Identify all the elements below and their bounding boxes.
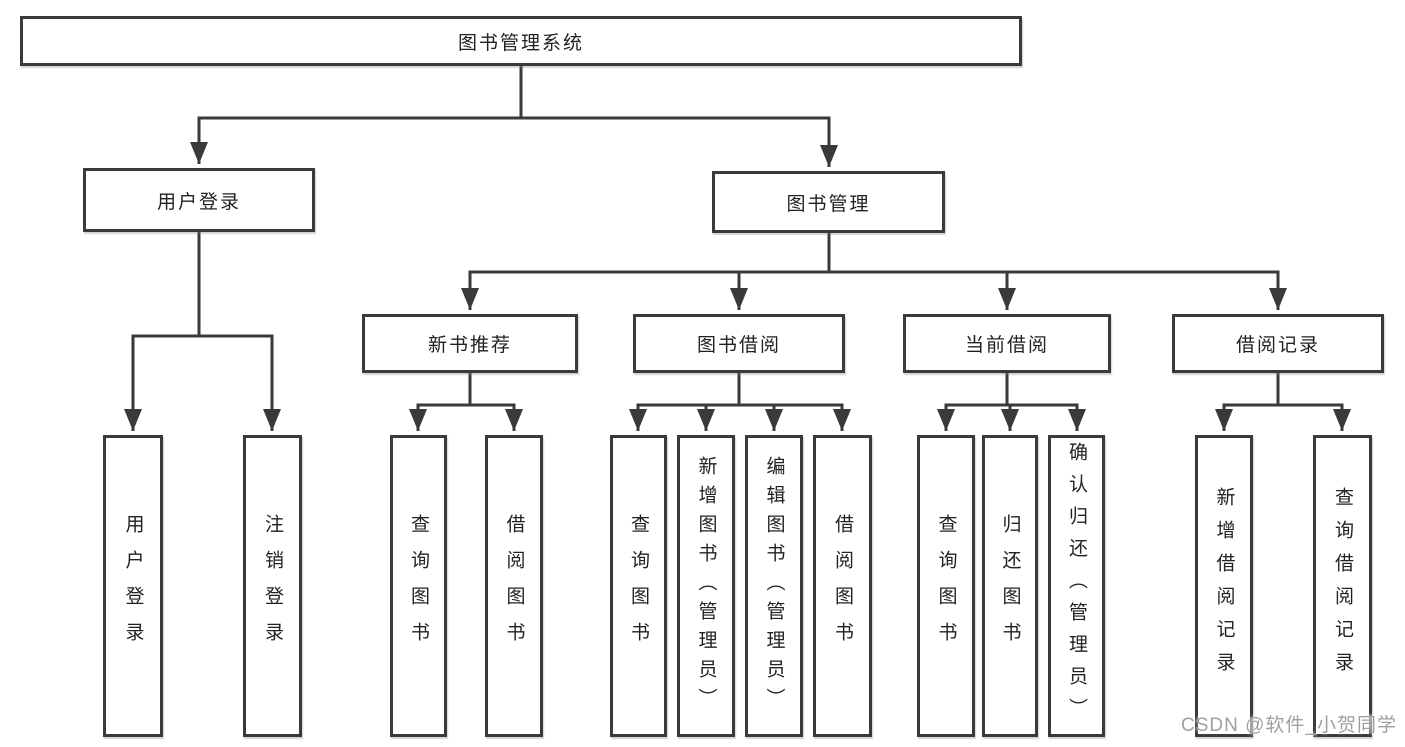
node-current-borrow: 当前借阅 <box>903 314 1111 373</box>
node-borrow-records: 借阅记录 <box>1172 314 1384 373</box>
node-user-login: 用户登录 <box>83 168 315 232</box>
leaf-add-books-admin: 新增图书（管理员） <box>677 435 735 737</box>
branch-current-borrow <box>937 373 1086 431</box>
leaf-return-books: 归还图书 <box>982 435 1038 737</box>
leaf-label: 查询图书 <box>935 514 957 658</box>
node-label: 图书管理 <box>786 193 871 215</box>
csdn-watermark: CSDN @软件_小贺同学 <box>1181 715 1397 736</box>
node-library-management-system: 图书管理系统 <box>20 16 1022 66</box>
leaf-query-borrow-record: 查询借阅记录 <box>1313 435 1372 737</box>
leaf-label: 注销登录 <box>262 514 283 658</box>
leaf-label: 查询图书 <box>628 514 649 658</box>
leaf-borrow-books: 借阅图书 <box>813 435 872 737</box>
node-label: 图书借阅 <box>696 335 781 356</box>
leaf-label: 归还图书 <box>999 514 1021 658</box>
node-book-management: 图书管理 <box>712 171 945 233</box>
leaf-query-books: 查询图书 <box>917 435 975 737</box>
leaf-query-books: 查询图书 <box>390 435 447 737</box>
leaf-logout: 注销登录 <box>243 435 302 737</box>
branch-book-borrow <box>629 373 851 431</box>
node-label: 新书推荐 <box>427 335 512 356</box>
leaf-label: 借阅图书 <box>832 514 853 658</box>
node-label: 图书管理系统 <box>457 32 584 54</box>
leaf-edit-books-admin: 编辑图书（管理员） <box>745 435 803 737</box>
leaf-confirm-return-admin: 确认归还（管理员） <box>1048 435 1105 737</box>
leaf-label: 用户登录 <box>122 514 144 658</box>
node-label: 用户登录 <box>156 191 241 213</box>
leaf-add-borrow-record: 新增借阅记录 <box>1195 435 1253 737</box>
branch-root <box>190 66 838 167</box>
leaf-label: 查询借阅记录 <box>1332 487 1353 685</box>
leaf-query-books: 查询图书 <box>610 435 667 737</box>
leaf-label: 查询图书 <box>408 514 429 658</box>
node-label: 借阅记录 <box>1235 335 1320 356</box>
leaf-label: 新增借阅记录 <box>1213 487 1235 685</box>
node-label: 当前借阅 <box>964 335 1049 356</box>
leaf-user-login: 用户登录 <box>103 435 163 737</box>
branch-new-book-recommend <box>409 373 523 431</box>
node-book-borrow: 图书借阅 <box>633 314 845 373</box>
leaf-label: 编辑图书（管理员） <box>763 455 785 717</box>
branch-user-login <box>124 232 281 431</box>
leaf-borrow-books: 借阅图书 <box>485 435 543 737</box>
leaf-label: 新增图书（管理员） <box>695 455 717 717</box>
branch-borrow-records <box>1215 373 1351 431</box>
leaf-label: 确认归还（管理员） <box>1066 442 1087 730</box>
node-new-book-recommend: 新书推荐 <box>362 314 578 373</box>
leaf-label: 借阅图书 <box>503 514 525 658</box>
branch-book-management <box>461 233 1287 310</box>
